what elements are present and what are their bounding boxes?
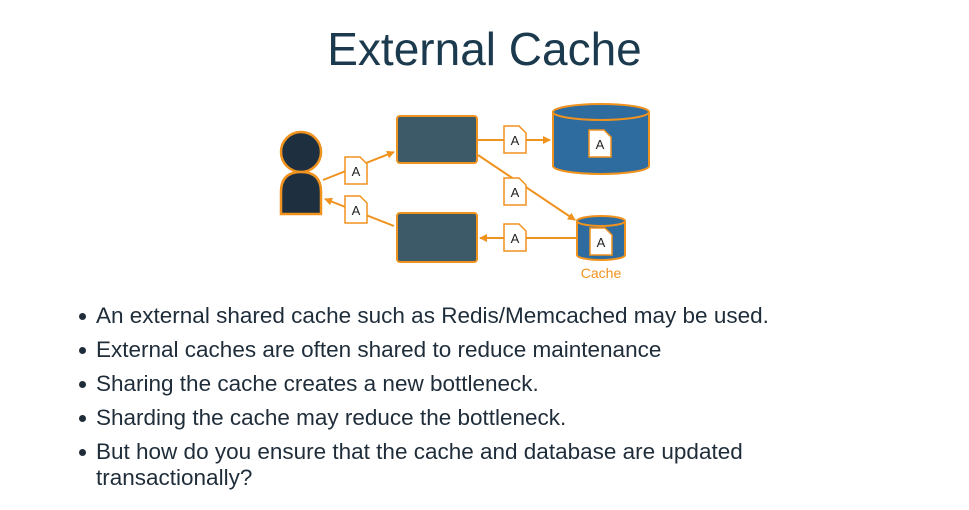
cache-label: Cache: [581, 265, 622, 281]
bullet-item: External caches are often shared to redu…: [79, 337, 896, 363]
app-server-top: [396, 115, 478, 164]
bullet-item: Sharding the cache may reduce the bottle…: [79, 405, 896, 431]
user-icon: [279, 130, 323, 216]
svg-text:A: A: [511, 231, 520, 246]
svg-text:A: A: [511, 133, 520, 148]
slide-title: External Cache: [327, 23, 642, 75]
bullet-item: Sharing the cache creates a new bottlene…: [79, 371, 896, 397]
svg-text:A: A: [511, 185, 520, 200]
svg-text:A: A: [596, 137, 605, 152]
svg-text:A: A: [597, 235, 606, 250]
app-server-bottom: [396, 212, 478, 263]
svg-text:A: A: [352, 164, 361, 179]
document-icon: A: [344, 195, 368, 224]
external-cache-diagram: Cache A A A A A A A: [279, 103, 650, 281]
document-icon: A: [344, 156, 368, 185]
document-icon: A: [503, 125, 527, 154]
bullet-item: But how do you ensure that the cache and…: [79, 439, 896, 491]
svg-text:A: A: [352, 203, 361, 218]
document-icon: A: [503, 223, 527, 252]
document-icon: A: [588, 129, 612, 158]
document-icon: A: [589, 227, 613, 256]
bullet-list: An external shared cache such as Redis/M…: [72, 303, 896, 499]
document-icon: A: [503, 177, 527, 206]
bullet-item: An external shared cache such as Redis/M…: [79, 303, 896, 329]
